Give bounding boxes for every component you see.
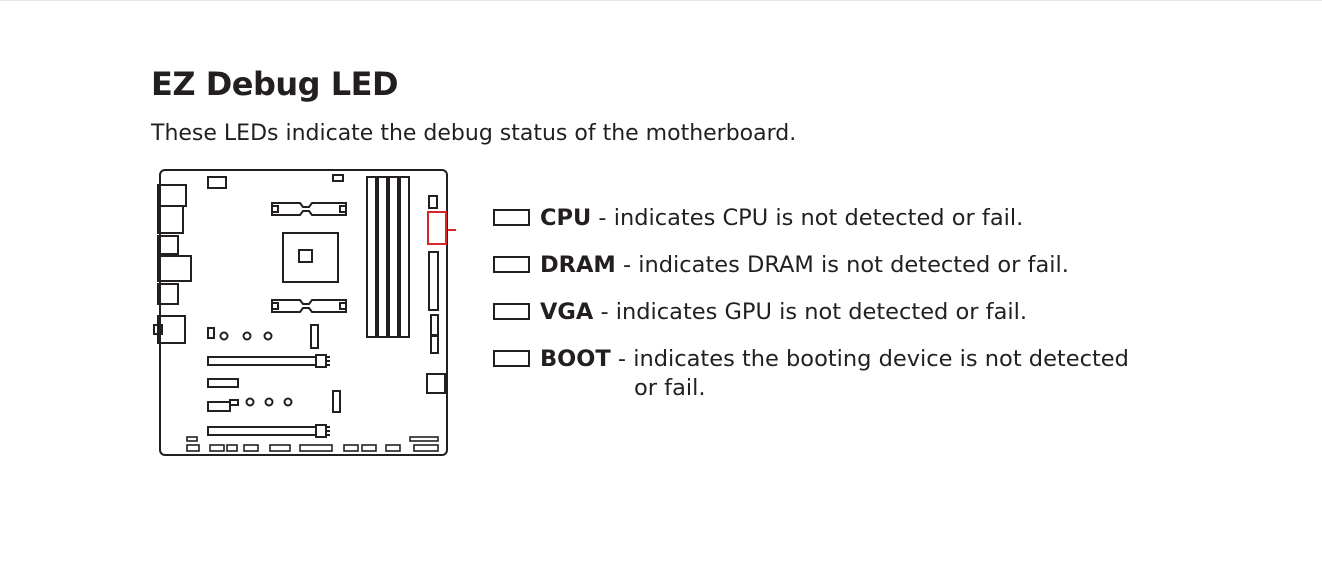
- header-top-right: [428, 195, 438, 209]
- led-indicator-icon: [493, 209, 530, 226]
- rear-io-ports: [153, 184, 192, 344]
- led-separator: -: [593, 299, 616, 325]
- small-slot-tab: [229, 399, 239, 406]
- led-description: indicates the booting device is not dete…: [633, 346, 1129, 372]
- atx-power-connector: [428, 251, 439, 311]
- bottom-headers: [186, 436, 439, 452]
- board-outline: [159, 169, 448, 456]
- led-indicator-icon: [493, 256, 530, 273]
- debug-led-legend: CPU - indicates CPU is not detected or f…: [493, 203, 1129, 403]
- onboard-small-components: [207, 324, 319, 349]
- battery-header: [332, 390, 341, 413]
- cpu-socket: [271, 202, 347, 313]
- pcie-slot-2: [207, 424, 330, 438]
- led-separator: -: [591, 205, 614, 231]
- header-top-mid: [332, 174, 344, 182]
- right-header-b: [430, 335, 439, 354]
- led-name: BOOT: [540, 346, 611, 372]
- led-description: indicates GPU is not detected or fail.: [615, 299, 1028, 325]
- led-separator: -: [615, 252, 639, 278]
- pcie-slot-1: [207, 354, 330, 368]
- led-row-boot: BOOT - indicates the booting device is n…: [493, 344, 1129, 374]
- debug-led-cluster: [427, 211, 447, 245]
- section-title: EZ Debug LED: [151, 65, 399, 103]
- led-name: CPU: [540, 205, 592, 231]
- sata-block: [426, 373, 446, 394]
- led-indicator-icon: [493, 303, 530, 320]
- m2-slot: [207, 378, 239, 388]
- led-description: indicates CPU is not detected or fail.: [613, 205, 1024, 231]
- right-header-a: [430, 314, 439, 336]
- dimm-slots: [366, 176, 410, 338]
- header-top-left: [207, 176, 227, 189]
- top-divider: [0, 0, 1322, 1]
- led-separator: -: [610, 346, 634, 372]
- led-name: VGA: [540, 299, 594, 325]
- led-row-cpu: CPU - indicates CPU is not detected or f…: [493, 203, 1129, 250]
- motherboard-diagram-icon: [153, 169, 456, 456]
- section-intro: These LEDs indicate the debug status of …: [151, 121, 797, 146]
- led-description-continuation: or fail.: [634, 375, 706, 401]
- small-slot: [207, 401, 231, 412]
- led-row-vga: VGA - indicates GPU is not detected or f…: [493, 297, 1129, 344]
- led-name: DRAM: [540, 252, 616, 278]
- led-indicator-icon: [493, 350, 530, 367]
- led-row-dram: DRAM - indicates DRAM is not detected or…: [493, 250, 1129, 297]
- led-description: indicates DRAM is not detected or fail.: [638, 252, 1069, 278]
